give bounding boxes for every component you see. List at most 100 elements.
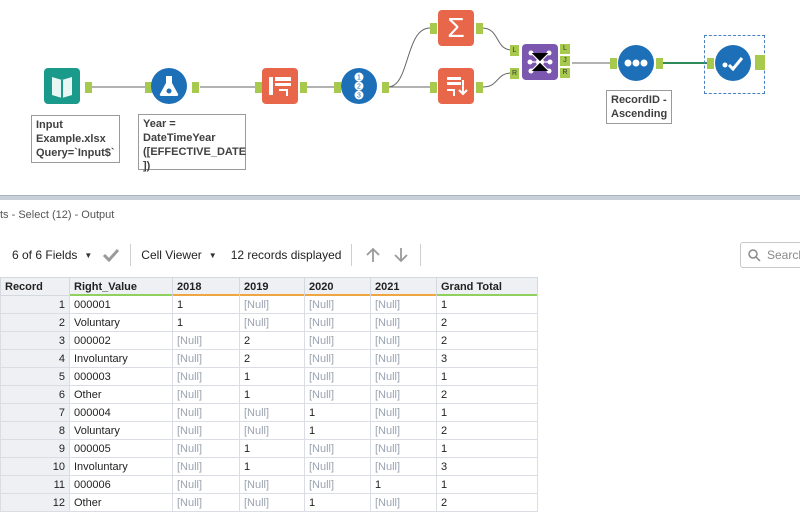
sort-output-anchor[interactable] — [476, 82, 483, 93]
join-left-output-anchor[interactable]: L — [560, 44, 570, 54]
table-cell[interactable]: [Null] — [239, 403, 305, 422]
sort-tool[interactable] — [438, 68, 474, 104]
table-cell[interactable]: 1 — [436, 439, 538, 458]
join-tool[interactable] — [522, 44, 558, 80]
record-number-cell[interactable]: 10 — [0, 457, 70, 476]
table-cell[interactable]: 2 — [239, 331, 305, 350]
record-number-cell[interactable]: 7 — [0, 403, 70, 422]
table-cell[interactable]: 000002 — [69, 331, 173, 350]
table-cell[interactable]: [Null] — [172, 349, 240, 368]
table-cell[interactable]: Involuntary — [69, 457, 173, 476]
table-cell[interactable]: 1 — [172, 295, 240, 314]
input-output-anchor[interactable] — [85, 82, 92, 93]
table-cell[interactable]: 1 — [239, 457, 305, 476]
search-input[interactable]: Search — [740, 242, 800, 268]
join-right-output-anchor[interactable]: R — [560, 68, 570, 78]
crosstab-input-anchor[interactable] — [255, 82, 262, 93]
table-cell[interactable]: [Null] — [304, 475, 371, 494]
table-cell[interactable]: [Null] — [239, 295, 305, 314]
scroll-up-button[interactable] — [364, 246, 382, 264]
table-cell[interactable]: 1 — [304, 493, 371, 512]
record-number-cell[interactable]: 1 — [0, 295, 70, 314]
recordid-input-anchor[interactable] — [334, 82, 341, 93]
join-right-input-anchor[interactable]: R — [510, 68, 519, 79]
table-cell[interactable]: 3 — [436, 349, 538, 368]
sort-input-anchor[interactable] — [430, 82, 437, 93]
table-cell[interactable]: 1 — [304, 421, 371, 440]
table-cell[interactable]: [Null] — [304, 295, 371, 314]
formula-tool[interactable] — [151, 68, 187, 104]
record-number-cell[interactable]: 3 — [0, 331, 70, 350]
table-cell[interactable]: [Null] — [304, 331, 371, 350]
table-cell[interactable]: 2 — [436, 331, 538, 350]
table-cell[interactable]: [Null] — [172, 493, 240, 512]
formula-input-anchor[interactable] — [145, 82, 152, 93]
workflow-canvas[interactable]: 1 2 3 Σ L R L J R In — [0, 0, 800, 195]
table-cell[interactable]: [Null] — [172, 385, 240, 404]
formula-output-anchor[interactable] — [192, 82, 199, 93]
table-cell[interactable]: [Null] — [304, 367, 371, 386]
table-cell[interactable]: 1 — [172, 313, 240, 332]
table-cell[interactable]: 000003 — [69, 367, 173, 386]
select-tool[interactable] — [715, 45, 751, 81]
table-cell[interactable]: 2 — [436, 421, 538, 440]
record-id-tool[interactable]: 1 2 3 — [341, 68, 377, 104]
table-cell[interactable]: [Null] — [239, 475, 305, 494]
table-cell[interactable]: 1 — [304, 403, 371, 422]
table-cell[interactable]: 2 — [436, 385, 538, 404]
column-header-right-value[interactable]: Right_Value — [69, 277, 173, 296]
table-cell[interactable]: 2 — [436, 493, 538, 512]
table-cell[interactable]: [Null] — [304, 349, 371, 368]
table-cell[interactable]: 000005 — [69, 439, 173, 458]
pane-splitter[interactable] — [0, 195, 800, 200]
column-header-2020[interactable]: 2020 — [304, 277, 371, 296]
table-cell[interactable]: 2 — [239, 349, 305, 368]
table-cell[interactable]: 3 — [436, 457, 538, 476]
table-cell[interactable]: [Null] — [172, 439, 240, 458]
join-join-output-anchor[interactable]: J — [560, 56, 570, 66]
table-cell[interactable]: [Null] — [172, 457, 240, 476]
record-number-cell[interactable]: 11 — [0, 475, 70, 494]
table-cell[interactable]: [Null] — [370, 349, 437, 368]
record-number-cell[interactable]: 9 — [0, 439, 70, 458]
table-cell[interactable]: [Null] — [370, 439, 437, 458]
table-cell[interactable]: Other — [69, 493, 173, 512]
summarize-output-anchor[interactable] — [476, 23, 483, 34]
table-cell[interactable]: [Null] — [304, 439, 371, 458]
join-left-input-anchor[interactable]: L — [510, 45, 519, 56]
table-cell[interactable]: [Null] — [370, 403, 437, 422]
record-number-cell[interactable]: 12 — [0, 493, 70, 512]
sort-recordid-output-anchor[interactable] — [656, 58, 663, 69]
table-cell[interactable]: [Null] — [172, 403, 240, 422]
column-header-2021[interactable]: 2021 — [370, 277, 437, 296]
table-cell[interactable]: 1 — [239, 439, 305, 458]
table-cell[interactable]: Involuntary — [69, 349, 173, 368]
sort-recordid-tool[interactable] — [618, 45, 654, 81]
table-cell[interactable]: 1 — [436, 295, 538, 314]
results-table[interactable]: Record Right_Value 2018 2019 2020 2021 G… — [0, 277, 538, 512]
table-cell[interactable]: [Null] — [172, 475, 240, 494]
table-cell[interactable]: [Null] — [304, 313, 371, 332]
table-cell[interactable]: [Null] — [370, 457, 437, 476]
table-cell[interactable]: [Null] — [370, 295, 437, 314]
record-number-cell[interactable]: 4 — [0, 349, 70, 368]
table-cell[interactable]: [Null] — [370, 385, 437, 404]
record-number-cell[interactable]: 8 — [0, 421, 70, 440]
table-cell[interactable]: Other — [69, 385, 173, 404]
table-cell[interactable]: 1 — [239, 367, 305, 386]
table-cell[interactable]: 2 — [436, 313, 538, 332]
table-cell[interactable]: [Null] — [370, 493, 437, 512]
column-header-2018[interactable]: 2018 — [172, 277, 240, 296]
table-cell[interactable]: [Null] — [172, 367, 240, 386]
fields-dropdown[interactable]: 6 of 6 Fields ▼ — [12, 248, 92, 262]
table-cell[interactable]: [Null] — [304, 457, 371, 476]
table-cell[interactable]: [Null] — [239, 421, 305, 440]
apply-fields-button[interactable] — [102, 248, 120, 262]
table-cell[interactable]: [Null] — [172, 421, 240, 440]
